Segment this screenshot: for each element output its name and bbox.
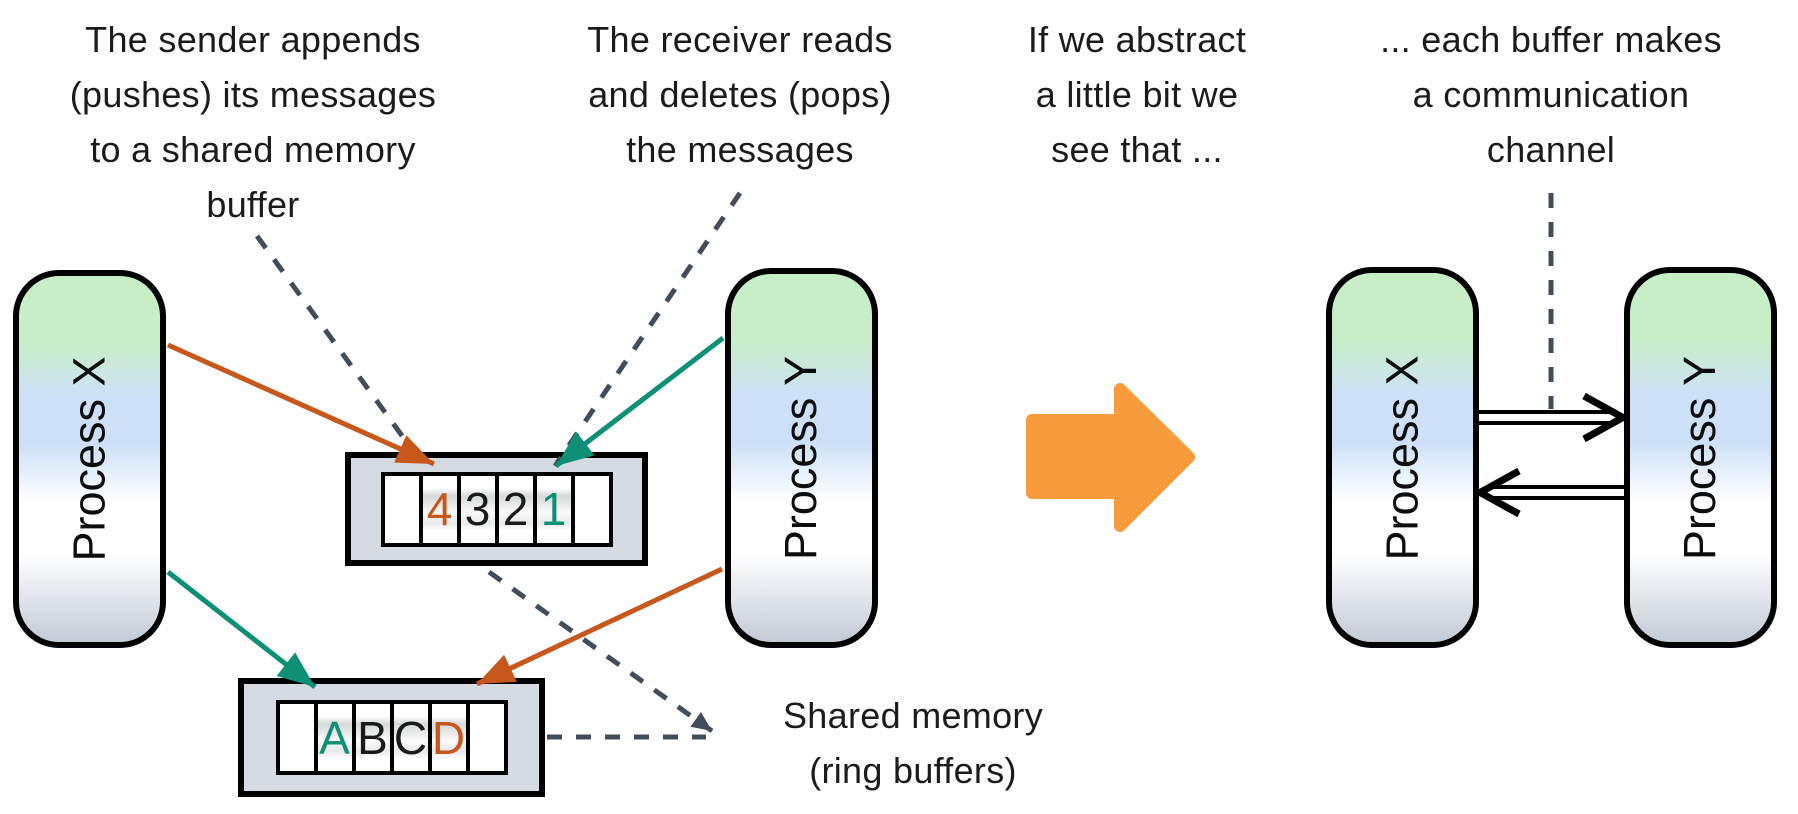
ring-buffer-y-to-x: A B C D: [238, 678, 545, 797]
process-y-box-right: Process Y: [1624, 267, 1777, 648]
caption-receiver: The receiver reads and deletes (pops) th…: [587, 19, 893, 170]
process-x-box-right: Process X: [1326, 267, 1479, 648]
buffer-cell: C: [389, 700, 432, 775]
caption-shared-memory: Shared memory (ring buffers): [783, 695, 1043, 791]
buffer-cell-newest: 4: [418, 471, 461, 547]
leader-receiver-to-buffer: [552, 191, 743, 468]
caption-channel: ... each buffer makes a communication ch…: [1380, 19, 1722, 170]
push-arrow-x-to-buffer: [166, 342, 436, 467]
caption-sender: The sender appends (pushes) its messages…: [69, 19, 437, 225]
buffer-cell: 2: [494, 471, 537, 547]
buffer-cell: [465, 700, 508, 775]
process-x-box-left: Process X: [13, 270, 166, 648]
buffer-cells: A B C D: [275, 700, 508, 775]
leader-sender-to-buffer: [254, 234, 427, 468]
pop-arrow-y-from-buffer: [554, 336, 725, 468]
big-right-arrow-icon: [1026, 383, 1195, 532]
buffer-cell: B: [351, 700, 394, 775]
caption-abstract: If we abstract a little bit we see that …: [1027, 19, 1247, 170]
push-arrow-y-to-buffer: [475, 566, 724, 687]
buffer-cell: [570, 471, 613, 547]
buffer-cells: 4 3 2 1: [380, 471, 613, 547]
pop-arrow-x-from-buffer: [166, 570, 317, 689]
leader-buffer-to-shared-memory-label: [487, 569, 714, 734]
process-y-box-left: Process Y: [725, 268, 878, 648]
ring-buffer-x-to-y: 4 3 2 1: [345, 452, 648, 566]
buffer-cell-newest: D: [427, 700, 470, 775]
buffer-cell-oldest: 1: [532, 471, 575, 547]
channel-arrow-x-to-y: [1479, 392, 1631, 443]
channel-arrow-y-to-x: [1472, 467, 1624, 518]
buffer-cell: [380, 471, 423, 547]
